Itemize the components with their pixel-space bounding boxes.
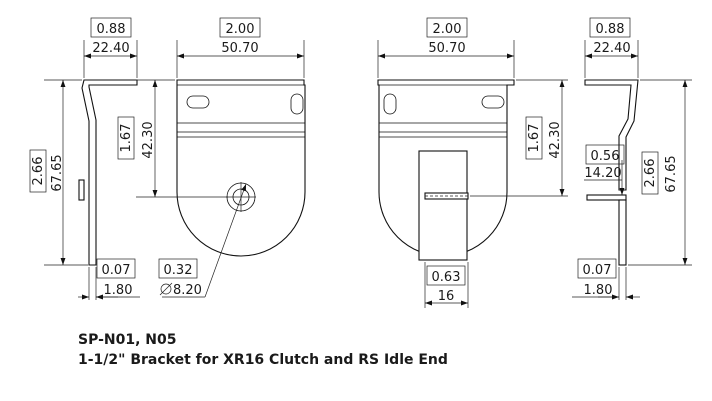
front-width-dim-in: 2.00 <box>226 22 255 37</box>
front-left-slot <box>186 95 210 109</box>
part-number-caption: SP-N01, N05 <box>78 332 177 348</box>
left-height-dim-in: 2.66 <box>31 157 46 186</box>
rear-height-dim-in: 1.67 <box>527 124 542 153</box>
rear-height-dim-mm: 42.30 <box>548 121 563 158</box>
front-hole-dim-in: 1.67 <box>119 124 134 153</box>
right-top-dim-in: 0.88 <box>596 22 625 37</box>
left-thick-dim-box <box>96 258 136 279</box>
front-bracket-body <box>176 79 306 257</box>
left-thick-dim-mm: 1.80 <box>104 283 133 298</box>
rear-clutch-tab <box>418 150 468 261</box>
front-right-slot <box>290 93 304 115</box>
front-diameter-leader <box>204 183 247 298</box>
front-hole-dim-mm: 42.30 <box>141 121 156 158</box>
front-width-dim-box <box>219 17 261 38</box>
left-top-dim-box <box>90 17 132 38</box>
right-height-dim-mm: 67.65 <box>664 155 679 192</box>
rear-left-slot <box>383 93 397 115</box>
rear-slot-dim-box <box>426 265 466 286</box>
left-height-dim-mm: 67.65 <box>50 154 65 191</box>
front-hole-dim-box <box>117 116 135 160</box>
front-dia-dim-in: 0.32 <box>164 263 193 278</box>
part-description-caption: 1-1/2" Bracket for XR16 Clutch and RS Id… <box>78 352 448 368</box>
left-top-dim-in: 0.88 <box>97 22 126 37</box>
left-thick-dim-in: 0.07 <box>102 263 131 278</box>
right-mid-dim-mm: 14.20 <box>584 166 621 181</box>
right-thick-dim-box <box>577 258 617 279</box>
front-width-dim-mm: 50.70 <box>221 41 258 56</box>
left-top-dim-mm: 22.40 <box>92 41 129 56</box>
right-thick-dim-mm: 1.80 <box>584 283 613 298</box>
left-side-tab <box>78 179 85 201</box>
rear-view: 2.00 50.70 1.67 42.30 0.63 16 <box>377 17 568 308</box>
left-side-view: 0.88 22.40 2.66 67.65 0.07 1.80 <box>29 17 140 300</box>
right-top-dim-mm: 22.40 <box>593 41 630 56</box>
right-side-view: 0.88 22.40 2.66 67.65 0.56 14.20 0.07 1.… <box>572 17 692 300</box>
rear-width-dim-mm: 50.70 <box>428 41 465 56</box>
right-mid-dim-in: 0.56 <box>591 149 620 164</box>
right-thick-dim-in: 0.07 <box>583 263 612 278</box>
right-height-dim-box <box>641 151 659 195</box>
rear-right-slot <box>481 95 505 109</box>
left-height-dim-box <box>29 149 47 193</box>
front-view: 2.00 50.70 1.67 42.30 0.32 8.20 <box>117 17 306 298</box>
rear-width-dim-in: 2.00 <box>433 22 462 37</box>
right-side-lower-leg <box>618 199 627 266</box>
left-side-profile <box>81 79 138 266</box>
right-mid-dim-box <box>585 144 625 165</box>
rear-slot-dim-mm: 16 <box>438 289 455 304</box>
rear-slot-dim-in: 0.63 <box>432 270 461 285</box>
front-dia-dim-box <box>158 258 198 279</box>
right-side-lower-plate <box>586 194 627 201</box>
front-dia-dim-mm: 8.20 <box>173 283 202 298</box>
rear-height-dim-box <box>525 116 543 160</box>
right-top-dim-box <box>589 17 631 38</box>
right-height-dim-in: 2.66 <box>643 159 658 188</box>
right-side-profile <box>584 79 639 191</box>
diameter-symbol-icon <box>160 283 172 295</box>
rear-width-dim-box <box>426 17 468 38</box>
